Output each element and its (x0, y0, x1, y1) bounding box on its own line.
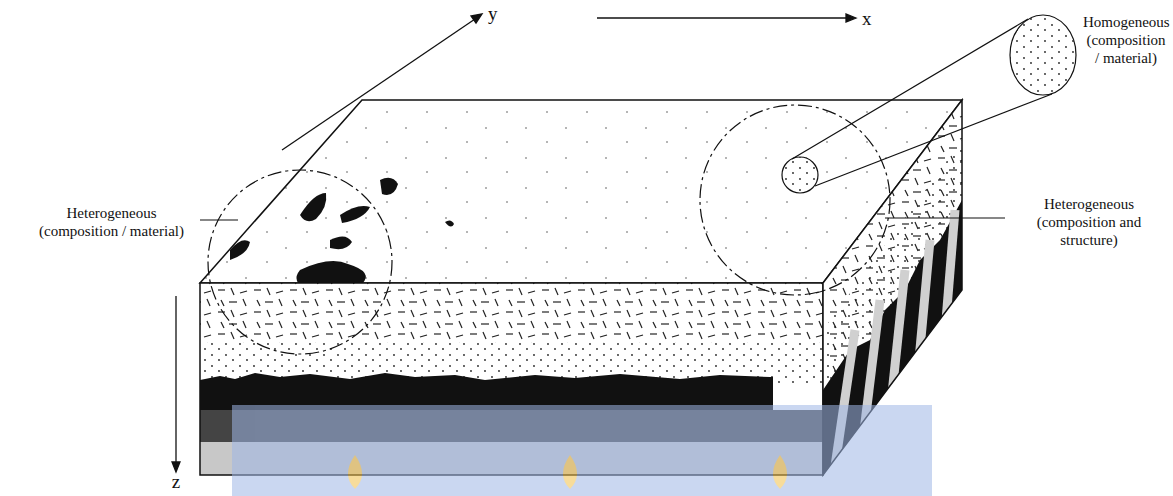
leader-line (200, 219, 238, 220)
axes (172, 14, 856, 472)
zone-circle (208, 170, 392, 354)
axis-label: y (488, 3, 498, 26)
zone-circle (700, 105, 890, 295)
callout-label: Heterogeneous (composition / material) (29, 204, 194, 240)
watermark (232, 405, 932, 496)
leader-line (885, 217, 1005, 218)
zoom-circle (1010, 15, 1076, 95)
axis-label: z (172, 471, 180, 494)
callout-label: Homogeneous (composition / material) (1083, 13, 1169, 67)
callout-label: Heterogeneous (composition and structure… (1010, 195, 1168, 249)
axis-label: x (862, 8, 872, 31)
sample-circle (782, 157, 818, 193)
